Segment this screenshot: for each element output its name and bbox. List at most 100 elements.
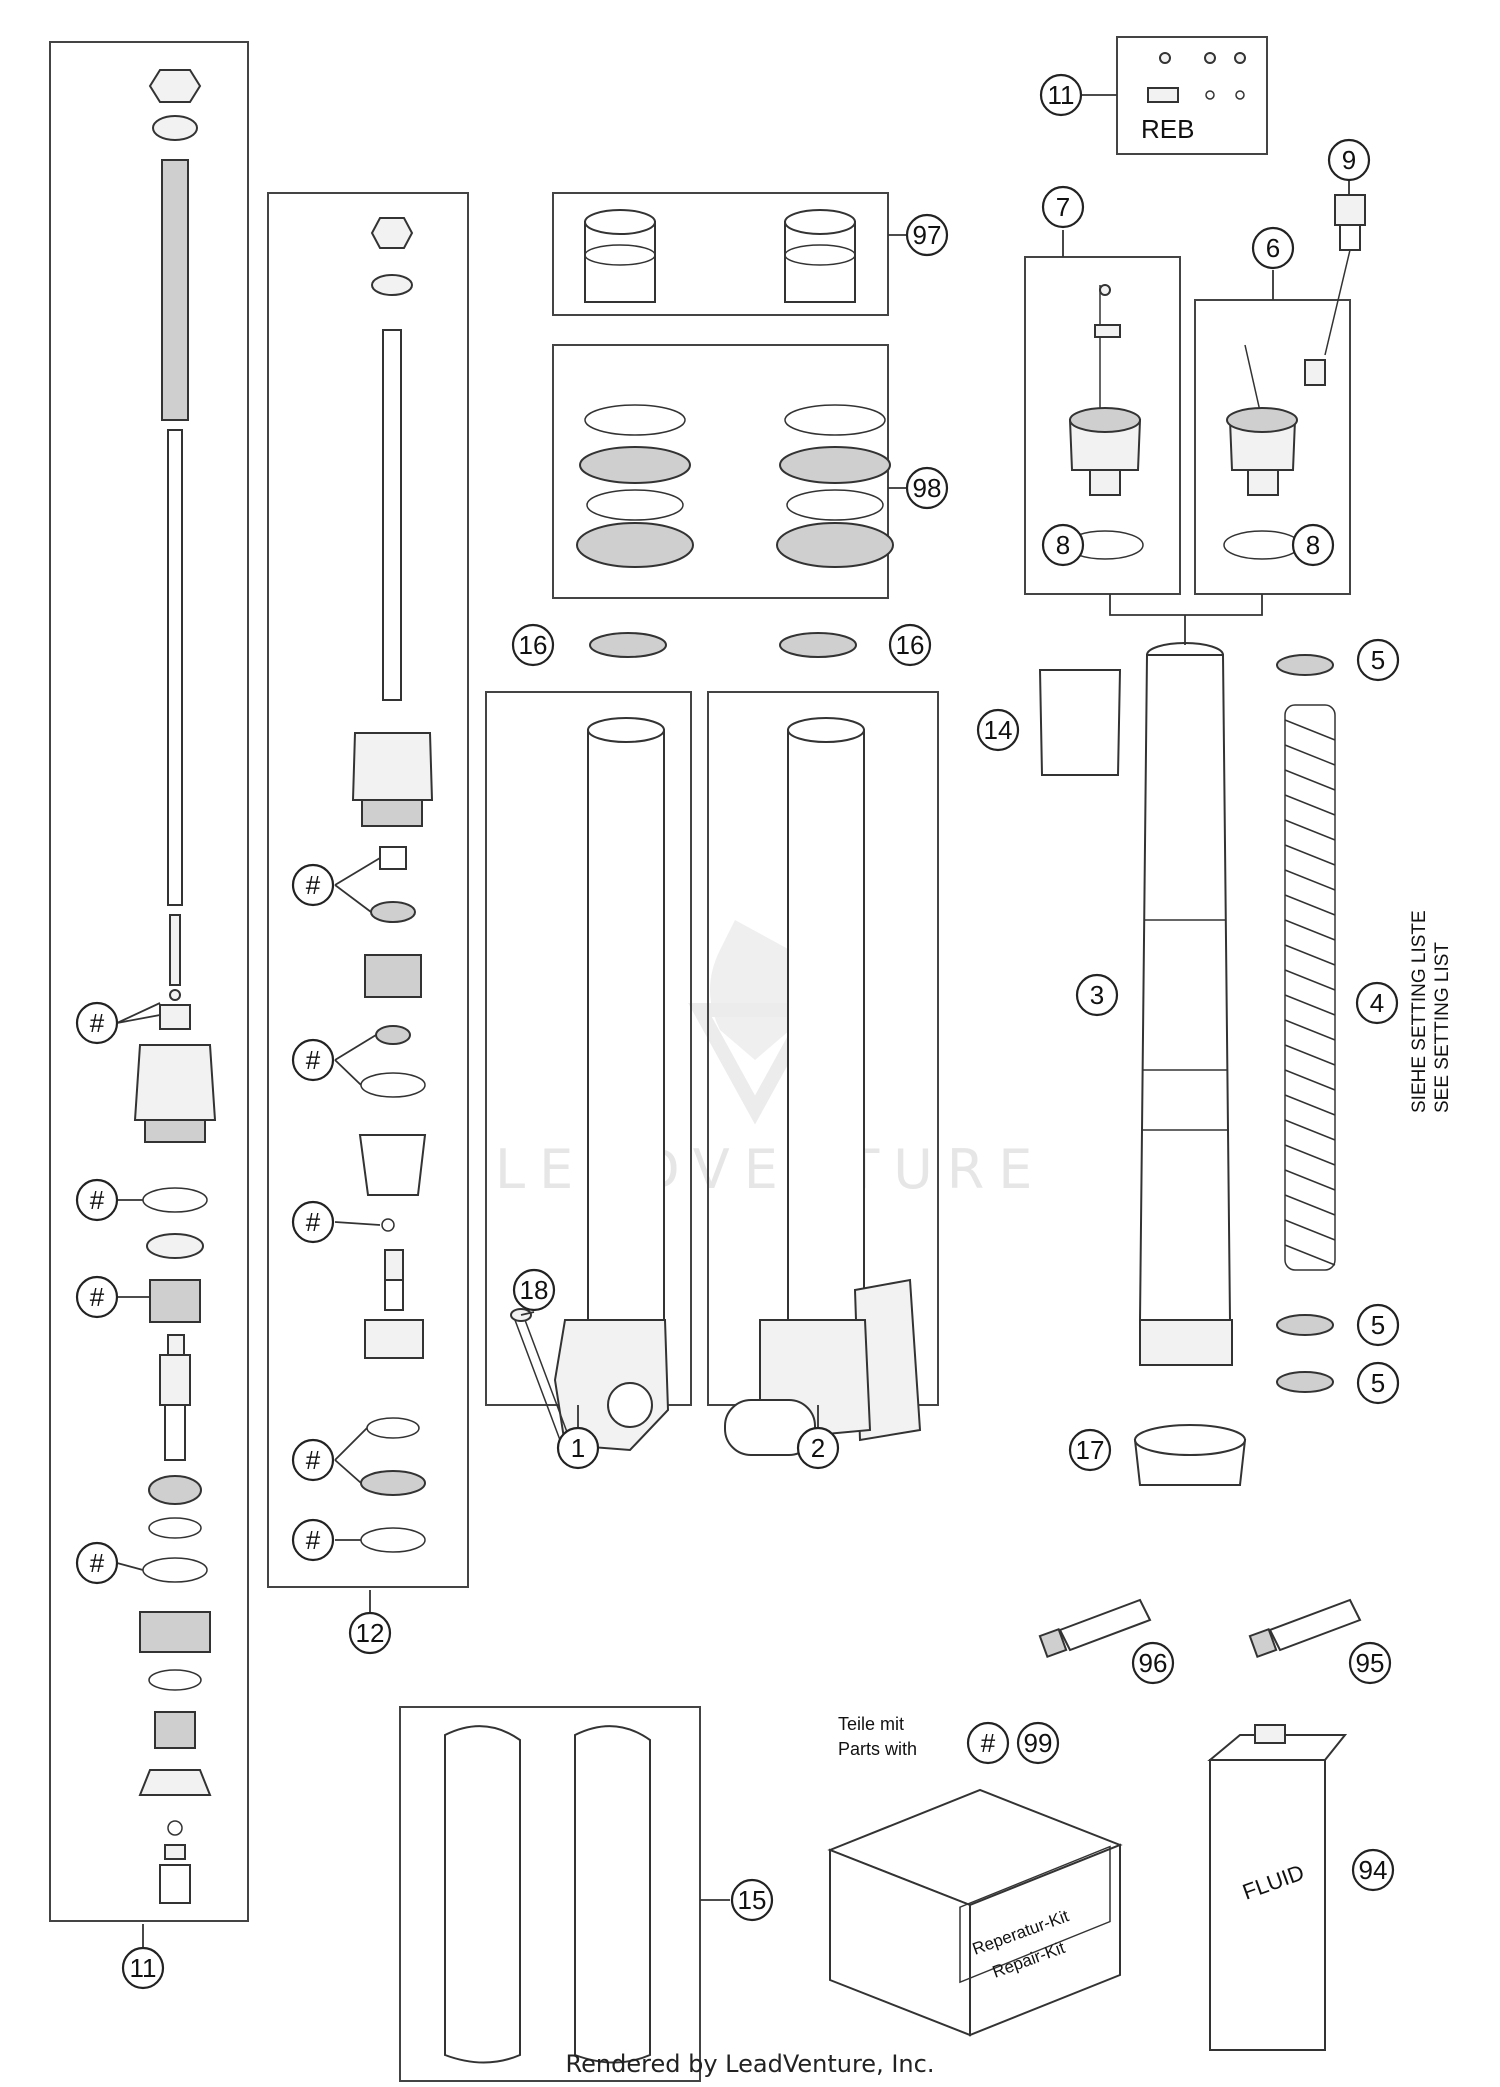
callout-6-text: 6	[1266, 233, 1280, 263]
group-box-12	[49, 41, 249, 1922]
callout-9-text: 9	[1342, 145, 1356, 175]
callout-hash-13c[interactable]: #	[291, 1200, 335, 1244]
ring-5-top	[1276, 654, 1334, 676]
callout-96-text: 96	[1139, 1648, 1168, 1678]
callout-hash-13b[interactable]: #	[291, 1038, 335, 1082]
callout-98[interactable]: 98	[905, 466, 949, 510]
callout-hash-99[interactable]: #	[966, 1721, 1010, 1765]
callout-16-right[interactable]: 16	[888, 623, 932, 667]
callout-8-right-text: 8	[1306, 530, 1320, 560]
group-box-13	[267, 192, 469, 1588]
callout-8-left-text: 8	[1056, 530, 1070, 560]
callout-4-text: 4	[1370, 988, 1384, 1018]
callout-hash-13a[interactable]: #	[291, 863, 335, 907]
bushings-97	[584, 209, 856, 303]
outer-tube-1	[510, 717, 670, 1452]
valve-9	[1324, 194, 1366, 356]
callout-5-top[interactable]: 5	[1356, 638, 1400, 682]
callout-99[interactable]: 99	[1016, 1721, 1060, 1765]
callout-97[interactable]: 97	[905, 213, 949, 257]
repair-kit-box	[827, 1788, 1123, 2037]
callout-96[interactable]: 96	[1131, 1641, 1175, 1685]
callout-8-left[interactable]: 8	[1041, 523, 1085, 567]
callout-7-text: 7	[1056, 192, 1070, 222]
callout-11[interactable]: 11	[1039, 73, 1083, 117]
callout-15[interactable]: 15	[730, 1878, 774, 1922]
sticker-14	[1038, 669, 1122, 776]
callout-97-text: 97	[913, 220, 942, 250]
ring-5-mid	[1276, 1314, 1334, 1336]
callout-hash-13d[interactable]: #	[291, 1438, 335, 1482]
callout-hash-12d[interactable]: #	[75, 1541, 119, 1585]
ring-16-left	[589, 632, 667, 658]
callout-6[interactable]: 6	[1251, 226, 1295, 270]
group-box-97	[552, 192, 889, 316]
protector-17	[1133, 1424, 1247, 1486]
callout-hash-13e[interactable]: #	[291, 1518, 335, 1562]
callout-12-text: 11	[130, 1953, 157, 1983]
callout-hash-12c[interactable]: #	[75, 1275, 119, 1319]
outer-tube-2	[724, 717, 922, 1456]
reb-label: REB	[1141, 114, 1194, 144]
callout-18[interactable]: 18	[512, 1268, 556, 1312]
callout-1[interactable]: 1	[556, 1426, 600, 1470]
callout-15-text: 15	[738, 1885, 767, 1915]
callout-2-text: 2	[811, 1433, 825, 1463]
callout-11-text: 11	[1048, 80, 1075, 110]
callout-5-mid[interactable]: 5	[1356, 1303, 1400, 1347]
watermark-text: LEADVENTURE	[495, 1138, 1046, 1201]
callout-14[interactable]: 14	[976, 708, 1020, 752]
callout-99-text: 99	[1024, 1728, 1053, 1758]
kit-11-screws	[1147, 52, 1246, 103]
callout-95[interactable]: 95	[1348, 1641, 1392, 1685]
callout-5-bottom[interactable]: 5	[1356, 1361, 1400, 1405]
teile-mit-label: Teile mit	[838, 1714, 904, 1734]
fluid-can-94	[1207, 1724, 1348, 2051]
callout-4[interactable]: 4	[1355, 981, 1399, 1025]
callout-16-right-text: 16	[896, 630, 925, 660]
callout-17[interactable]: 17	[1068, 1428, 1112, 1472]
parts-with-label: Parts with	[838, 1739, 917, 1759]
spring-4	[1284, 704, 1336, 1271]
cartridge-13-parts	[351, 217, 434, 1553]
callout-13[interactable]: 12	[348, 1611, 392, 1655]
callout-hash-99-text: #	[981, 1728, 996, 1758]
callout-3[interactable]: 3	[1075, 973, 1119, 1017]
callout-5-bottom-text: 5	[1371, 1368, 1385, 1398]
callout-14-text: 14	[984, 715, 1013, 745]
group-box-15	[399, 1706, 701, 2082]
setting-list-en: SEE SETTING LIST	[1432, 942, 1453, 1113]
callout-hash-12d-text: #	[90, 1548, 105, 1578]
callout-13-text: 12	[356, 1618, 385, 1648]
cartridge-12-parts	[133, 69, 217, 1904]
callout-94[interactable]: 94	[1351, 1848, 1395, 1892]
callout-5-mid-text: 5	[1371, 1310, 1385, 1340]
cap-6	[1223, 344, 1326, 560]
ring-16-right	[779, 632, 857, 658]
grease-tube-95	[1248, 1598, 1362, 1659]
callout-2[interactable]: 2	[796, 1426, 840, 1470]
callout-1-text: 1	[571, 1433, 585, 1463]
footer-credit: Rendered by LeadVenture, Inc.	[565, 2050, 935, 2078]
setting-list-de: SIEHE SETTING LISTE	[1409, 910, 1430, 1113]
callout-hash-13b-text: #	[306, 1045, 321, 1075]
callout-95-text: 95	[1356, 1648, 1385, 1678]
callout-12[interactable]: 11	[121, 1946, 165, 1990]
callout-18-text: 18	[520, 1275, 549, 1305]
callout-5-top-text: 5	[1371, 645, 1385, 675]
callout-7[interactable]: 7	[1041, 185, 1085, 229]
ring-5-bottom	[1276, 1371, 1334, 1393]
seals-98	[576, 404, 894, 568]
callout-hash-12b[interactable]: #	[75, 1178, 119, 1222]
callout-hash-12a[interactable]: #	[75, 1001, 119, 1045]
callout-hash-13d-text: #	[306, 1445, 321, 1475]
fork-sleeves-15	[444, 1725, 651, 2064]
callout-8-right[interactable]: 8	[1291, 523, 1335, 567]
callout-16-left[interactable]: 16	[511, 623, 555, 667]
callout-9[interactable]: 9	[1327, 138, 1371, 182]
callout-94-text: 94	[1359, 1855, 1388, 1885]
group-box-98	[552, 344, 889, 599]
callout-17-text: 17	[1076, 1435, 1105, 1465]
callout-3-text: 3	[1090, 980, 1104, 1010]
